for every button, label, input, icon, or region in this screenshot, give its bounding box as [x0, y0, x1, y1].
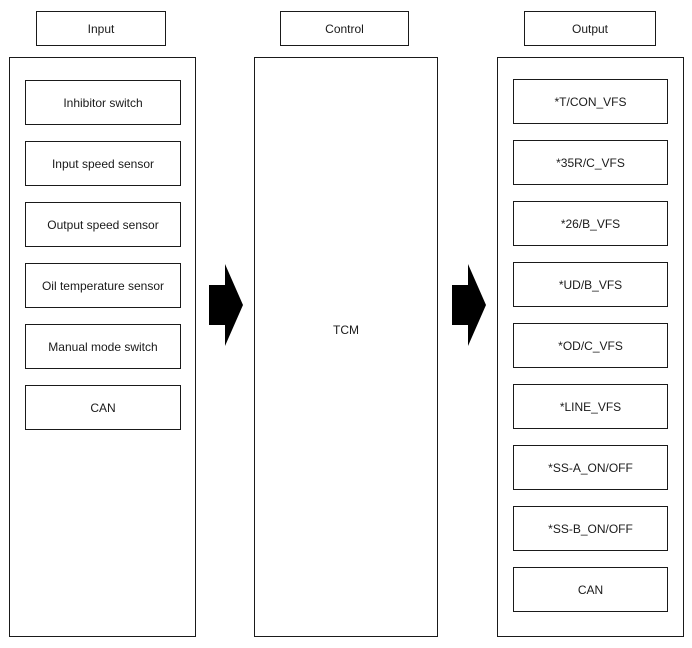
control-unit-label: TCM	[333, 322, 359, 337]
control-column-header: Control	[280, 11, 409, 46]
control-unit-box: TCM	[254, 57, 438, 637]
input-item-box: Manual mode switch	[25, 324, 181, 369]
input-column-header: Input	[36, 11, 166, 46]
output-item-box: *OD/C_VFS	[513, 323, 668, 368]
output-item-label: *35R/C_VFS	[556, 155, 625, 170]
output-column-header-label: Output	[571, 21, 609, 36]
output-column-header: Output	[524, 11, 656, 46]
input-item-label: Oil temperature sensor	[41, 278, 165, 293]
input-item-box: CAN	[25, 385, 181, 430]
output-item-box: *SS-B_ON/OFF	[513, 506, 668, 551]
output-item-label: *LINE_VFS	[559, 399, 622, 414]
input-item-box: Oil temperature sensor	[25, 263, 181, 308]
input-item-label: Input speed sensor	[51, 156, 155, 171]
output-item-label: *OD/C_VFS	[558, 338, 623, 353]
input-item-box: Inhibitor switch	[25, 80, 181, 125]
output-item-box: *UD/B_VFS	[513, 262, 668, 307]
output-item-label: *SS-A_ON/OFF	[548, 460, 633, 475]
control-column-header-label: Control	[325, 21, 364, 36]
output-item-box: *T/CON_VFS	[513, 79, 668, 124]
input-item-label: Inhibitor switch	[63, 95, 143, 110]
output-item-label: *SS-B_ON/OFF	[548, 521, 633, 536]
input-item-label: Manual mode switch	[48, 339, 158, 354]
input-item-box: Output speed sensor	[25, 202, 181, 247]
output-item-box: *LINE_VFS	[513, 384, 668, 429]
block-arrow-right-icon	[209, 264, 243, 346]
input-to-control-arrow-icon	[209, 264, 243, 346]
input-item-label: CAN	[90, 400, 116, 415]
input-item-box: Input speed sensor	[25, 141, 181, 186]
output-item-label: CAN	[577, 582, 604, 597]
output-item-box: CAN	[513, 567, 668, 612]
input-items-container: Inhibitor switch Input speed sensor Outp…	[9, 57, 196, 637]
input-column-header-label: Input	[87, 21, 115, 36]
block-arrow-right-icon	[452, 264, 486, 346]
output-item-box: *26/B_VFS	[513, 201, 668, 246]
output-item-box: *35R/C_VFS	[513, 140, 668, 185]
output-item-box: *SS-A_ON/OFF	[513, 445, 668, 490]
control-to-output-arrow-icon	[452, 264, 486, 346]
output-item-label: *T/CON_VFS	[554, 94, 627, 109]
output-item-label: *26/B_VFS	[560, 216, 621, 231]
output-item-label: *UD/B_VFS	[558, 277, 623, 292]
output-items-container: *T/CON_VFS *35R/C_VFS *26/B_VFS *UD/B_VF…	[497, 57, 684, 637]
input-item-label: Output speed sensor	[47, 217, 159, 232]
